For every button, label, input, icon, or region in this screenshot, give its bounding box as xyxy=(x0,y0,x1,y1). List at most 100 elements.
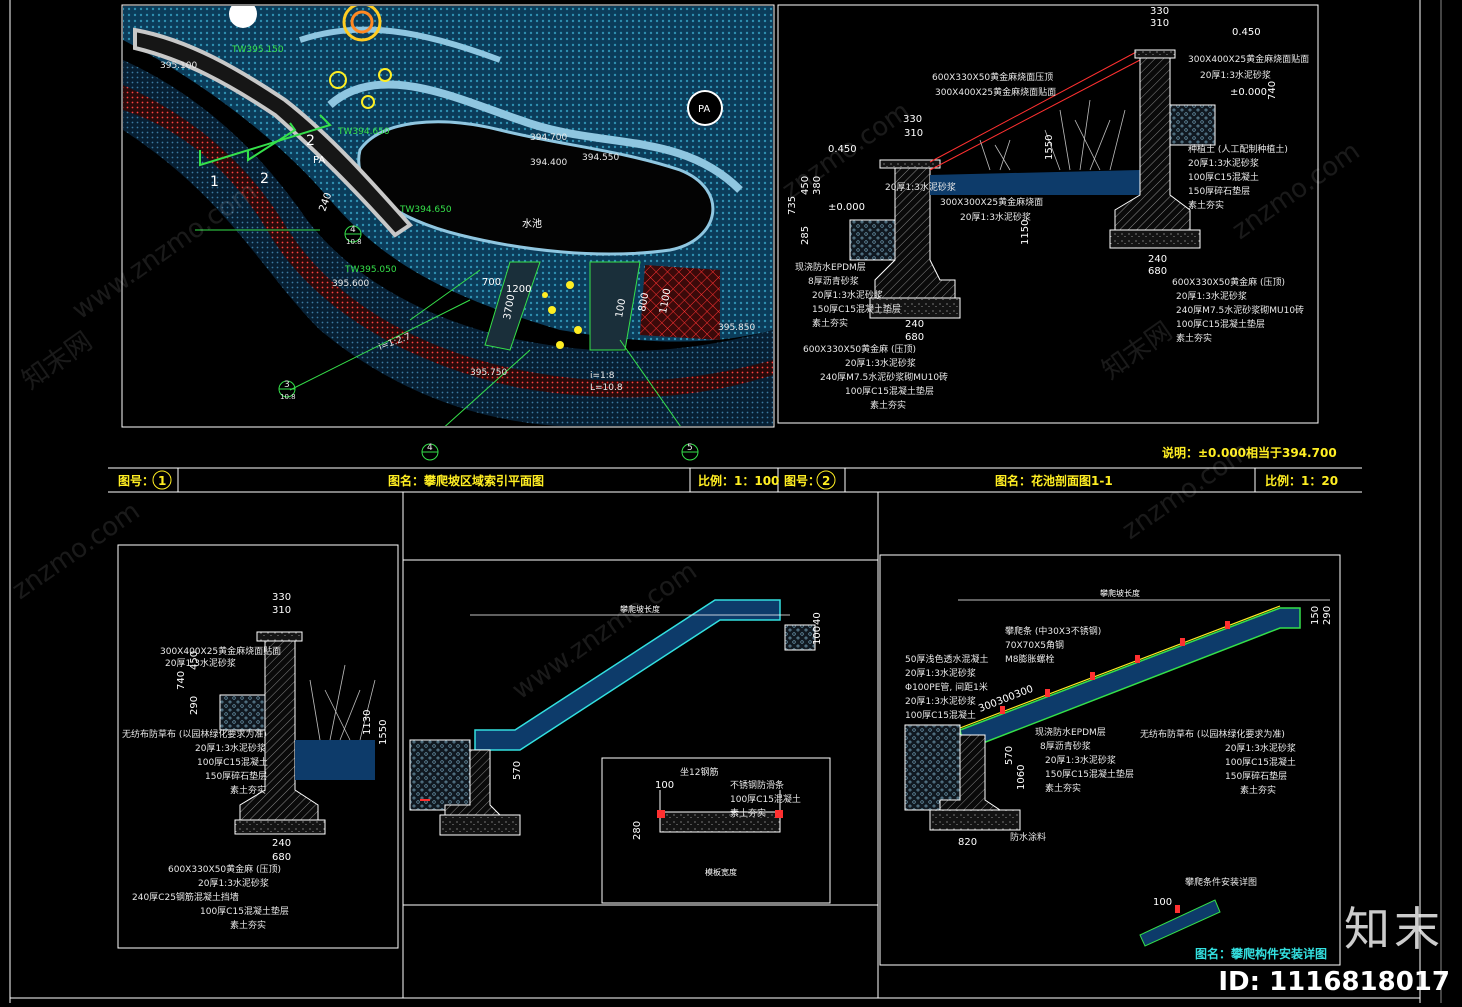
svg-text:Φ100PE管, 间距1米: Φ100PE管, 间距1米 xyxy=(905,681,988,693)
svg-text:20厚1:3水泥砂浆: 20厚1:3水泥砂浆 xyxy=(1188,157,1259,169)
svg-text:20厚1:3水泥砂浆: 20厚1:3水泥砂浆 xyxy=(905,695,976,707)
svg-text:20厚1:3水泥砂浆: 20厚1:3水泥砂浆 xyxy=(885,181,956,193)
plan-callout-5[interactable]: 5 xyxy=(681,443,699,461)
detail-5-climbing-slope: 攀爬坡长度 150 290 300 300 300 570 1060 820 5… xyxy=(879,554,1341,966)
section-note: 说明：±0.000相当于394.700 xyxy=(1162,445,1337,460)
sec-dim-bottom-240b: 240 xyxy=(1148,254,1167,265)
plan-elev-2: 394.700 xyxy=(530,133,567,143)
svg-text:素土夯实: 素土夯实 xyxy=(1240,784,1276,796)
d4-inset-bottom: 模板宽度 xyxy=(705,867,737,877)
sec-dim-left-380: 380 xyxy=(812,176,823,195)
d3-dim-310: 310 xyxy=(272,605,291,616)
plan-view: PA PA 水池 1 2 2 TW395.150 TW394.650 TW394… xyxy=(121,4,775,461)
svg-text:素土夯实: 素土夯实 xyxy=(1176,332,1212,344)
svg-text:600X330X50黄金麻 (压顶): 600X330X50黄金麻 (压顶) xyxy=(168,863,281,875)
plan-section-1: 1 xyxy=(210,174,219,190)
sec-dim-left-0450: 0.450 xyxy=(828,144,857,155)
detail-4-inset: 坐12钢筋 100 280 模板宽度 不锈钢防滑条 100厚C15混凝土 素土夯… xyxy=(601,757,831,904)
plan-elev-tw1: TW395.150 xyxy=(231,45,284,55)
d3-dim-680: 680 xyxy=(272,852,291,863)
plan-dim-100: 100 xyxy=(614,298,628,319)
svg-text:4: 4 xyxy=(350,225,356,235)
detail-4-ramp-section: 攀爬坡长度 40 100 570 坐12钢筋 100 280 模板宽度 不锈钢防… xyxy=(402,559,879,906)
plan-elev-7: 395.850 xyxy=(718,323,755,333)
svg-text:无纺布防草布 (以园林绿化要求为准): 无纺布防草布 (以园林绿化要求为准) xyxy=(1140,728,1285,740)
sec-dim-left-450: 450 xyxy=(800,176,811,195)
sheet-frame xyxy=(9,0,1442,1003)
svg-text:100厚C15混凝土: 100厚C15混凝土 xyxy=(1188,171,1259,183)
fig2-name: 图名：花池剖面图1-1 xyxy=(995,473,1113,488)
plan-label-pa1: PA xyxy=(313,155,325,166)
sec-dim-top-330: 330 xyxy=(1150,6,1169,17)
d3-dim-bottom: 240 xyxy=(272,838,291,849)
fig2-no: 2 xyxy=(822,474,830,488)
svg-text:20厚1:3水泥砂浆: 20厚1:3水泥砂浆 xyxy=(1225,742,1296,754)
svg-text:素土夯实: 素土夯实 xyxy=(1188,199,1224,211)
svg-text:8厚沥青砂浆: 8厚沥青砂浆 xyxy=(808,275,859,287)
d4-inset-title: 坐12钢筋 xyxy=(680,766,718,778)
plan-callout-4a[interactable]: 4 10.8 xyxy=(344,225,362,246)
sec-level-1: ±0.000 xyxy=(828,202,865,213)
svg-text:8厚沥青砂浆: 8厚沥青砂浆 xyxy=(1040,740,1091,752)
plan-callout-3[interactable]: 3 10.8 xyxy=(278,380,296,401)
fig1-no: 1 xyxy=(158,474,166,488)
plan-label-pond: 水池 xyxy=(522,217,542,230)
svg-text:素土夯实: 素土夯实 xyxy=(230,919,266,931)
svg-text:3: 3 xyxy=(284,380,290,390)
plan-elev-6: 395.750 xyxy=(470,368,507,378)
sec-dim-left-735: 735 xyxy=(787,196,798,215)
svg-text:素土夯实: 素土夯实 xyxy=(1045,782,1081,794)
svg-text:240厚M7.5水泥砂浆砌MU10砖: 240厚M7.5水泥砂浆砌MU10砖 xyxy=(1176,304,1304,316)
svg-text:20厚1:3水泥砂浆: 20厚1:3水泥砂浆 xyxy=(845,357,916,369)
svg-text:150厚碎石垫层: 150厚碎石垫层 xyxy=(1188,185,1250,197)
d4-dim-570: 570 xyxy=(512,761,523,780)
svg-text:70X70X5角钢: 70X70X5角钢 xyxy=(1005,639,1064,651)
d5-dim-820: 820 xyxy=(958,837,977,848)
svg-text:不锈钢防滑条: 不锈钢防滑条 xyxy=(730,779,784,791)
sec-dim-bottom-680b: 680 xyxy=(1148,266,1167,277)
svg-text:300X400X25黄金麻烧面贴面: 300X400X25黄金麻烧面贴面 xyxy=(1188,53,1309,65)
plan-dim-800: 800 xyxy=(637,292,651,313)
svg-text:100厚C15混凝土: 100厚C15混凝土 xyxy=(905,709,976,721)
plan-elev-3: 394.400 xyxy=(530,158,567,168)
svg-text:现浇防水EPDM层: 现浇防水EPDM层 xyxy=(795,261,866,273)
svg-text:素土夯实: 素土夯实 xyxy=(230,784,266,796)
d4-top-dim: 攀爬坡长度 xyxy=(620,604,660,614)
plan-section-2b: 2 xyxy=(306,133,315,149)
plan-elev-tw2: TW394.650 xyxy=(337,127,390,137)
svg-text:150厚碎石垫层: 150厚碎石垫层 xyxy=(205,770,267,782)
d4-inset-dim-100: 100 xyxy=(655,780,674,791)
svg-text:无纺布防草布 (以园林绿化要求为准): 无纺布防草布 (以园林绿化要求为准) xyxy=(122,728,267,740)
section-layers-right: 300X400X25黄金麻烧面贴面 20厚1:3水泥砂浆 种植土 (人工配制种植… xyxy=(1172,53,1309,344)
svg-text:20厚1:3水泥砂浆: 20厚1:3水泥砂浆 xyxy=(1176,290,1247,302)
plan-callout-4b[interactable]: 4 xyxy=(421,443,439,461)
svg-text:100厚C15混凝土: 100厚C15混凝土 xyxy=(1225,756,1296,768)
d5-dim-290: 290 xyxy=(1322,606,1333,625)
brand-logo: 知末 xyxy=(1344,902,1444,956)
svg-text:种植土 (人工配制种植土): 种植土 (人工配制种植土) xyxy=(1188,143,1288,155)
d5-dim-1060: 1060 xyxy=(1016,765,1027,790)
svg-text:300X300X25黄金麻烧面: 300X300X25黄金麻烧面 xyxy=(940,196,1043,208)
fig1-name: 图名：攀爬坡区域索引平面图 xyxy=(388,473,544,488)
sec-level-2: ±0.000 xyxy=(1230,87,1267,98)
d3-dim-290: 290 xyxy=(189,696,200,715)
plan-dim-1100: 1100 xyxy=(658,288,673,315)
svg-text:600X330X50黄金麻 (压顶): 600X330X50黄金麻 (压顶) xyxy=(1172,276,1285,288)
d3-dim-1130: 1130 xyxy=(362,710,373,735)
plan-section-2: 2 xyxy=(260,171,269,187)
sec-dim-right-0450: 0.450 xyxy=(1232,27,1261,38)
svg-text:20厚1:3水泥砂浆: 20厚1:3水泥砂浆 xyxy=(960,211,1031,223)
section-layers-left: 600X330X50黄金麻烧面压顶 300X400X25黄金麻烧面贴面 20厚1… xyxy=(795,71,1056,411)
svg-text:600X330X50黄金麻烧面压顶: 600X330X50黄金麻烧面压顶 xyxy=(932,71,1053,83)
svg-text:100厚C15混凝土垫层: 100厚C15混凝土垫层 xyxy=(845,385,934,397)
svg-text:防水涂料: 防水涂料 xyxy=(1010,831,1046,843)
fig1-no-label: 图号： xyxy=(118,473,154,488)
svg-text:150厚C15混凝土垫层: 150厚C15混凝土垫层 xyxy=(812,303,901,315)
svg-text:100厚C15混凝土垫层: 100厚C15混凝土垫层 xyxy=(200,905,289,917)
svg-text:5: 5 xyxy=(687,443,693,453)
sec-dim-right-740: 740 xyxy=(1267,81,1278,100)
svg-text:20厚1:3水泥砂浆: 20厚1:3水泥砂浆 xyxy=(165,657,236,669)
plan-elev-1: 395.100 xyxy=(160,61,197,71)
d4-dim-40: 40 xyxy=(812,612,823,625)
fig2-scale: 比例：1：20 xyxy=(1265,473,1338,488)
